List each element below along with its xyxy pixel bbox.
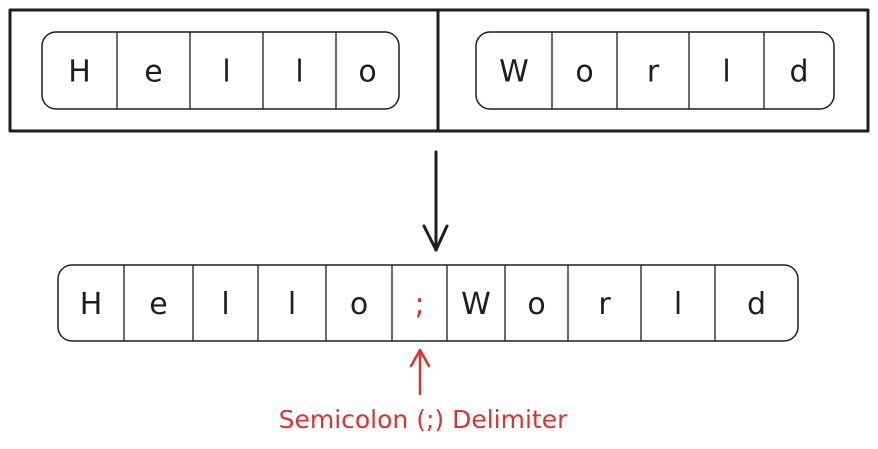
merged-char: l — [288, 287, 296, 322]
array-left-char: e — [144, 55, 162, 90]
merged-char: W — [461, 287, 491, 322]
array-right-dividers — [551, 31, 765, 110]
merged-char: o — [350, 287, 368, 322]
merged-array-dividers — [123, 264, 716, 342]
array-left-char: l — [295, 55, 303, 90]
array-right-char: l — [722, 55, 730, 90]
merged-char: d — [747, 287, 766, 322]
array-right-char: o — [575, 55, 593, 90]
array-right-char: r — [647, 55, 660, 90]
array-left-frame — [41, 31, 400, 110]
array-left-char: H — [68, 55, 91, 90]
delimiter-caption: Semicolon (;) Delimiter — [279, 405, 569, 434]
merged-char: o — [527, 287, 545, 322]
merged-char: H — [80, 287, 103, 322]
merged-char: r — [598, 287, 611, 322]
merged-array-frame — [57, 264, 799, 342]
down-arrow — [422, 150, 449, 252]
array-right-frame — [475, 31, 835, 110]
merged-char: l — [221, 287, 229, 322]
delimiter-pointer-arrow — [409, 348, 431, 396]
merged-char: l — [674, 287, 682, 322]
delimiter-char: ; — [414, 287, 424, 322]
array-left-char: l — [222, 55, 230, 90]
array-right-char: d — [789, 55, 808, 90]
array-right-char: W — [499, 55, 529, 90]
merged-char: e — [149, 287, 167, 322]
array-left-dividers — [116, 31, 337, 110]
array-left-char: o — [358, 55, 376, 90]
